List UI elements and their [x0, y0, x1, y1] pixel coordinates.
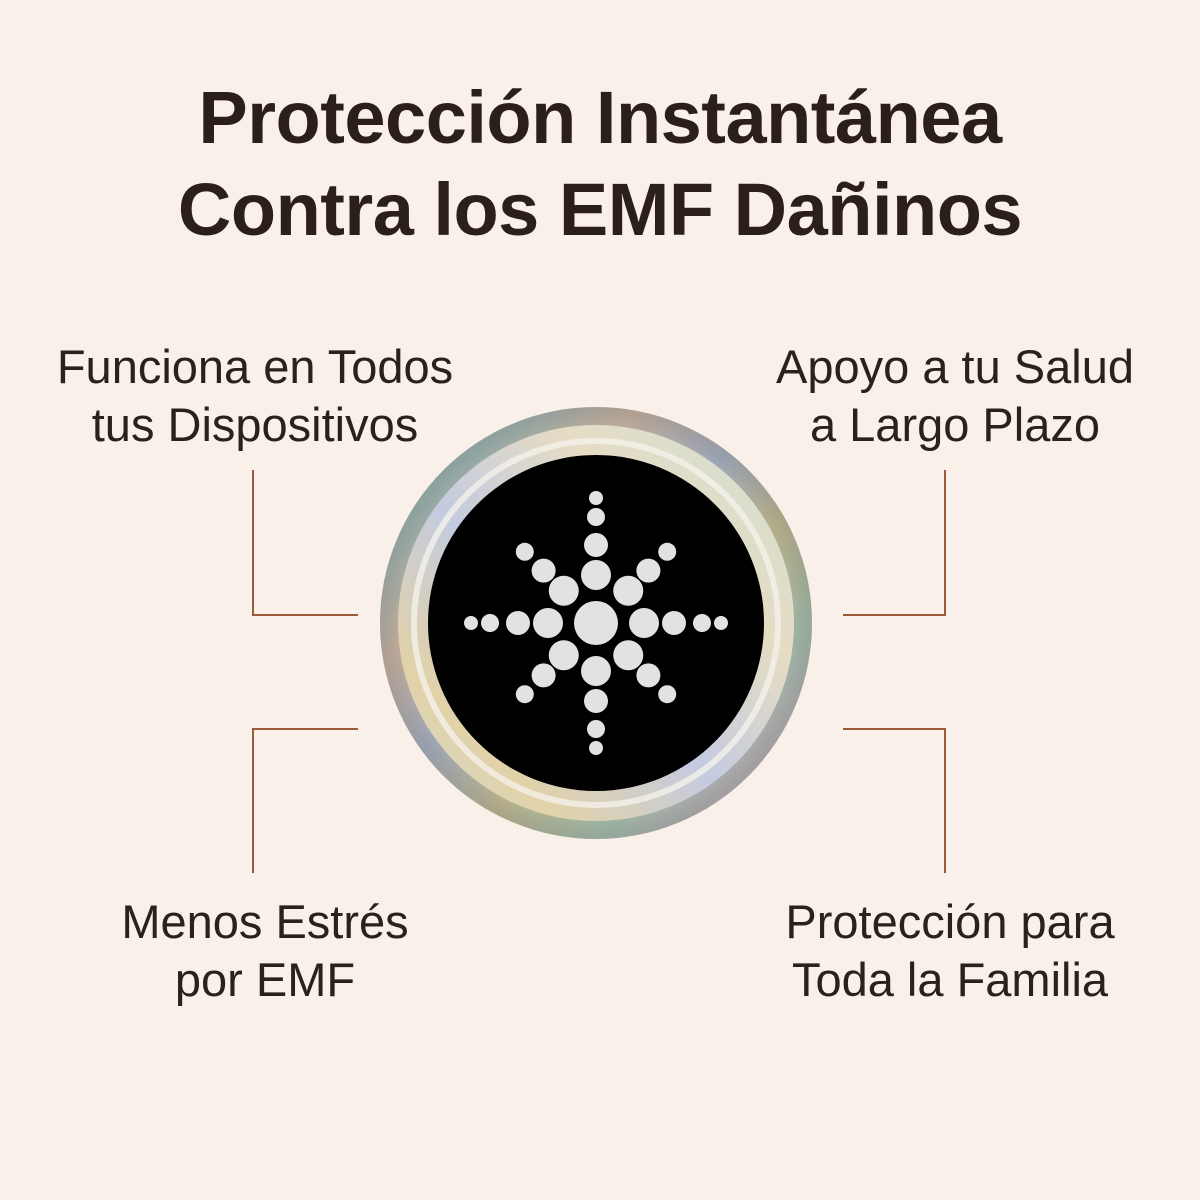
feature-less-stress: Menos Estrés por EMF [40, 893, 490, 1009]
starburst-dot [548, 640, 579, 671]
starburst-dot [515, 685, 534, 704]
starburst-dot [589, 491, 603, 505]
starburst-dot [587, 720, 605, 738]
feature-all-devices: Funciona en Todos tus Dispositivos [30, 338, 480, 454]
title-line-1: Protección Instantánea [198, 76, 1002, 159]
feature-long-term-health-line-2: a Largo Plazo [809, 398, 1101, 451]
starburst-dot [574, 601, 618, 645]
starburst-dot [531, 663, 556, 688]
starburst-dot [531, 558, 556, 583]
title-line-2: Contra los EMF Dañinos [177, 168, 1023, 251]
starburst-dot [636, 663, 661, 688]
starburst-dot [481, 614, 499, 632]
starburst-dots [464, 491, 728, 755]
starburst-dot [584, 533, 608, 557]
feature-less-stress-line-2: por EMF [174, 953, 356, 1006]
starburst-dot [533, 608, 563, 638]
feature-long-term-health-line-1: Apoyo a tu Salud [776, 340, 1134, 393]
starburst-dot [515, 542, 534, 561]
connector-top-right [843, 470, 946, 616]
starburst-dot [613, 575, 644, 606]
starburst-dot [587, 508, 605, 526]
starburst-dot [662, 611, 686, 635]
feature-family-protection: Protección para Toda la Familia [735, 893, 1165, 1009]
feature-less-stress-line-1: Menos Estrés [121, 895, 409, 948]
connector-top-left [252, 470, 358, 616]
connector-bottom-right [843, 728, 946, 873]
starburst-dot [506, 611, 530, 635]
starburst-dot [714, 616, 728, 630]
starburst-dot [548, 575, 579, 606]
feature-long-term-health: Apoyo a tu Salud a Largo Plazo [735, 338, 1175, 454]
starburst-dot [584, 689, 608, 713]
feature-all-devices-line-1: Funciona en Todos [56, 340, 454, 393]
starburst-dot [636, 558, 661, 583]
feature-family-protection-line-2: Toda la Familia [791, 953, 1109, 1006]
starburst-dot [581, 656, 611, 686]
feature-all-devices-line-2: tus Dispositivos [91, 398, 419, 451]
connector-bottom-left [252, 728, 358, 873]
starburst-dot [629, 608, 659, 638]
starburst-dot [613, 640, 644, 671]
starburst-dot [693, 614, 711, 632]
starburst-dot [464, 616, 478, 630]
feature-family-protection-line-1: Protección para [785, 895, 1115, 948]
starburst-dot [589, 741, 603, 755]
starburst-dot [658, 685, 677, 704]
emf-protection-sticker-icon [380, 407, 812, 839]
page-title: Protección Instantánea Contra los EMF Da… [0, 72, 1200, 256]
starburst-dot [658, 542, 677, 561]
starburst-dot [581, 560, 611, 590]
